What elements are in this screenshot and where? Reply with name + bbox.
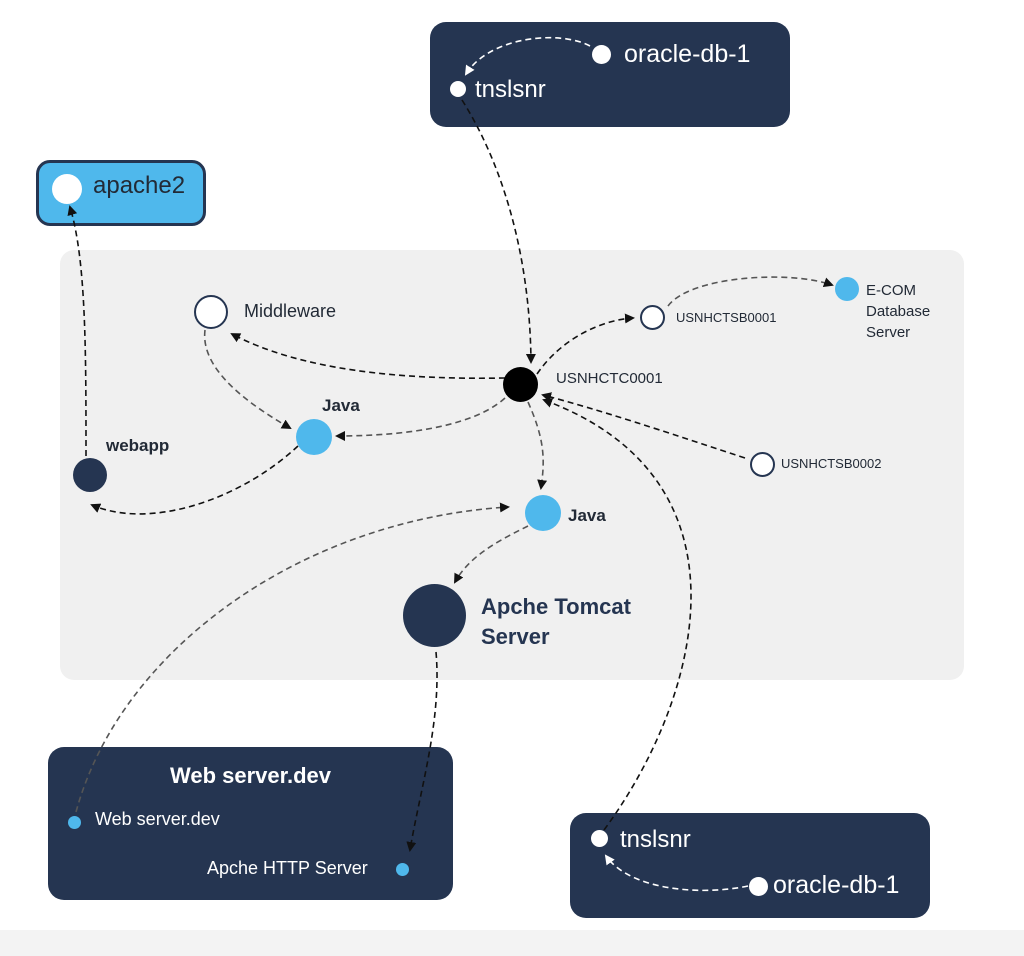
sb1-label: USNHCTSB0001 — [676, 310, 777, 325]
tnslsnr-node-bottom[interactable] — [591, 830, 608, 847]
edge-hub-to-sb1 — [536, 313, 635, 375]
edge-java-to-webapp — [90, 445, 299, 515]
web-server-node[interactable] — [68, 816, 81, 829]
edge-oracle-to-tnslsnr-top — [464, 36, 591, 76]
java-lower-node[interactable] — [525, 495, 561, 531]
edge-sb2-to-hub — [541, 392, 746, 459]
webapp-label: webapp — [106, 436, 170, 455]
ecom-node[interactable] — [835, 277, 859, 301]
middleware-label: Middleware — [244, 301, 337, 321]
edge-tomcat-to-http-server — [406, 651, 438, 852]
tnslsnr-label-top: tnslsnr — [475, 76, 546, 103]
middleware-node[interactable] — [194, 295, 228, 329]
http-server-node[interactable] — [396, 863, 409, 876]
edge-webserver-to-java — [75, 502, 510, 813]
top-oracle-box[interactable] — [430, 22, 790, 127]
edge-oracle-to-tnslsnr-bottom — [604, 854, 749, 892]
sb2-node[interactable] — [750, 452, 775, 477]
edge-tnslsnr-to-hub — [461, 99, 536, 364]
sb1-node[interactable] — [640, 305, 665, 330]
java-lower-label: Java — [568, 506, 606, 525]
apache2-label: apache2 — [93, 172, 186, 199]
tomcat-label-2: Server — [481, 624, 550, 649]
bottom-strip — [0, 930, 1024, 956]
tomcat-label-1: Apche Tomcat — [481, 594, 631, 619]
bottom-oracle-box[interactable] — [570, 813, 930, 918]
ecom-label-2: Database — [866, 303, 931, 320]
java-upper-node[interactable] — [296, 419, 332, 455]
hub-node[interactable] — [503, 367, 538, 402]
web-server-title: Web server.dev — [169, 763, 332, 788]
oracle-db-label-bottom: oracle-db-1 — [773, 871, 900, 899]
edge-tnslsnr-bottom-to-hub — [542, 398, 692, 831]
web-server-box[interactable] — [48, 747, 453, 900]
edge-hub-to-middleware — [230, 333, 506, 380]
tnslsnr-node-top[interactable] — [450, 81, 466, 97]
edge-webapp-to-apache2 — [67, 205, 87, 457]
ecom-label-3: Server — [866, 324, 911, 341]
edge-hub-to-java-upper — [335, 397, 506, 441]
oracle-db-node-top[interactable] — [592, 45, 611, 64]
edge-middleware-to-java — [203, 329, 292, 429]
webapp-node[interactable] — [73, 458, 107, 492]
hub-label: USNHCTC0001 — [556, 370, 663, 387]
tnslsnr-label-bottom: tnslsnr — [620, 826, 691, 853]
edge-java-to-tomcat — [454, 525, 529, 584]
http-server-label: Apche HTTP Server — [207, 858, 368, 878]
java-upper-label: Java — [322, 396, 360, 415]
apache2-node[interactable] — [52, 174, 82, 204]
sb2-label: USNHCTSB0002 — [781, 456, 882, 471]
edge-sb1-to-ecom — [667, 276, 834, 307]
oracle-db-node-bottom[interactable] — [749, 877, 768, 896]
oracle-db-label-top: oracle-db-1 — [624, 40, 751, 68]
edge-hub-to-java-lower — [527, 401, 548, 490]
tomcat-node[interactable] — [403, 584, 466, 647]
web-server-item-label: Web server.dev — [95, 809, 220, 829]
ecom-label-1: E-COM — [866, 282, 916, 299]
